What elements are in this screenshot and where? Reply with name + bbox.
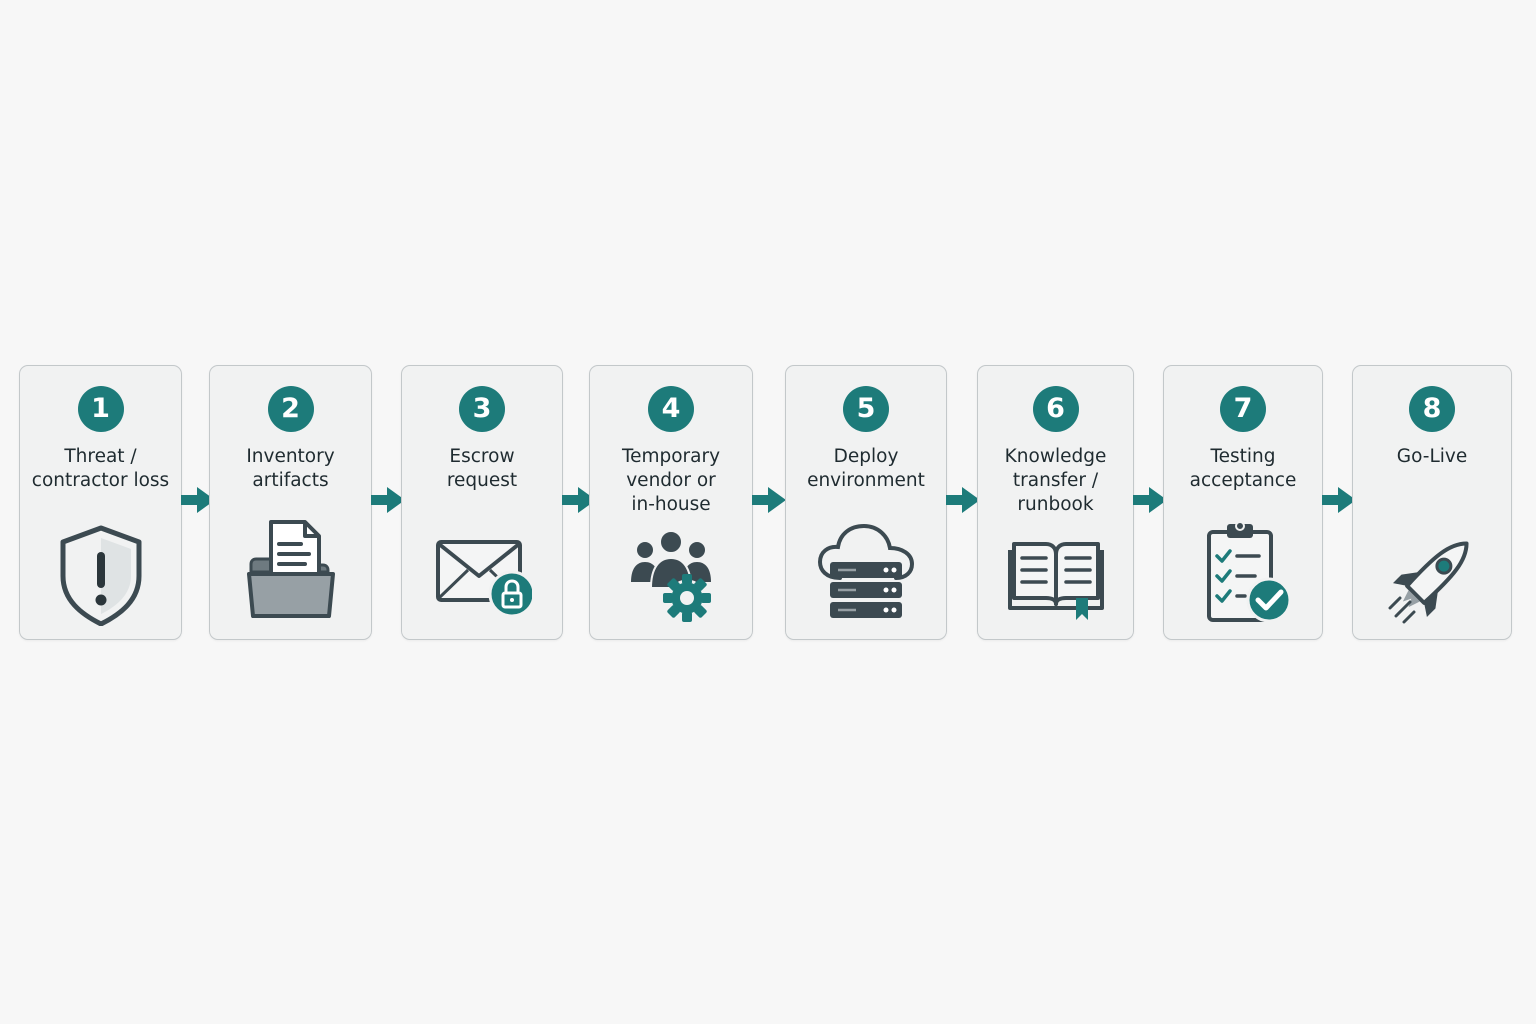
step-card-7: 7 Testing acceptance [1163, 365, 1323, 640]
step-label: Threat / contractor loss [31, 446, 170, 491]
step-number-badge: 2 [267, 386, 314, 432]
envelope-lock-icon [436, 540, 532, 618]
shield-alert-icon [60, 525, 141, 626]
step-number-badge: 8 [1409, 386, 1455, 432]
step-card-3: 3 Escrow request [401, 365, 563, 640]
step-label: Deploy environment [807, 446, 925, 491]
step-number-badge: 3 [459, 386, 505, 432]
team-gear-icon [631, 530, 711, 622]
step-number-badge: 7 [1220, 386, 1266, 432]
arrow-right-icon [562, 487, 596, 513]
arrow-right-icon [1133, 487, 1167, 513]
arrow-right-icon [181, 487, 215, 513]
step-number-badge: 1 [77, 386, 124, 432]
rocket-icon [1388, 541, 1469, 624]
step-label: Knowledge transfer / runbook [1004, 446, 1107, 515]
open-book-icon [1007, 542, 1104, 620]
cloud-server-icon [817, 523, 915, 618]
step-label: Inventory artifacts [246, 446, 335, 491]
arrow-right-icon [1322, 487, 1356, 513]
arrow-right-icon [371, 487, 405, 513]
arrow-right-icon [752, 487, 786, 513]
step-number-badge: 4 [648, 386, 694, 432]
step-label: Escrow request [446, 446, 518, 491]
step-card-5: 5 Deploy environment [785, 365, 947, 640]
step-card-2: 2 Inventory artifacts [209, 365, 372, 640]
step-label: Temporary vendor or in-house [621, 446, 721, 515]
step-card-6: 6 Knowledge transfer / runbook [977, 365, 1134, 640]
step-number-badge: 6 [1032, 386, 1079, 432]
step-number-badge: 5 [843, 386, 889, 432]
step-card-1: 1 Threat / contractor loss [19, 365, 182, 640]
step-label: Go-Live [1396, 446, 1468, 467]
folder-document-icon [246, 520, 335, 618]
step-card-4: 4 Temporary vendor or in-house [589, 365, 753, 640]
clipboard-check-icon [1207, 521, 1292, 623]
arrow-right-icon [946, 487, 980, 513]
step-label: Testing acceptance [1189, 446, 1297, 491]
step-card-8: 8 Go-Live [1352, 365, 1512, 640]
